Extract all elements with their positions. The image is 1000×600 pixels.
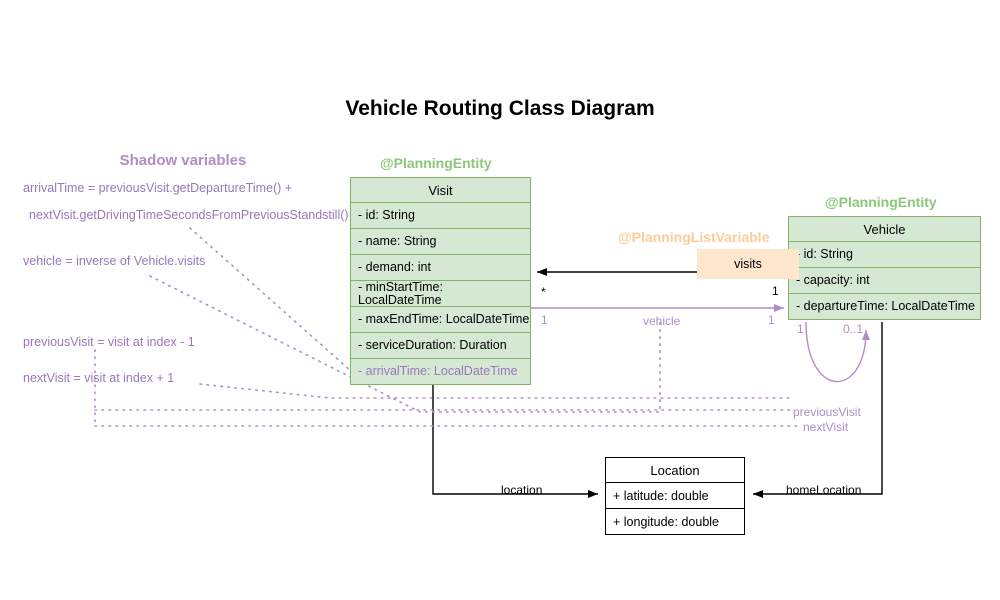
class-name-visit: Visit <box>350 177 531 203</box>
visits-label-badge: visits <box>697 249 799 279</box>
class-name-location: Location <box>605 457 745 483</box>
next-visit-label: nextVisit <box>803 420 849 434</box>
visits-mult-source: 1 <box>772 284 779 298</box>
class-field: - departureTime: LocalDateTime <box>788 294 981 320</box>
vehicle-relation-label: vehicle <box>643 314 681 328</box>
vehicle-mult-source: 1 <box>541 313 548 327</box>
class-field: - id: String <box>788 242 981 268</box>
edge-home-location <box>753 322 883 498</box>
shadow-variable-line: vehicle = inverse of Vehicle.visits <box>23 254 206 268</box>
class-field: + latitude: double <box>605 483 745 509</box>
shadow-variable-line: nextVisit.getDrivingTimeSecondsFromPrevi… <box>29 208 349 222</box>
self-loop-mult-left: 1 <box>797 322 804 336</box>
shadow-variable-line: previousVisit = visit at index - 1 <box>23 335 195 349</box>
class-box-location[interactable]: Location + latitude: double + longitude:… <box>605 457 745 535</box>
edge-location <box>432 384 598 498</box>
vehicle-stereotype: @PlanningEntity <box>825 194 937 210</box>
visits-mult-target: * <box>541 285 546 299</box>
class-field: - id: String <box>350 203 531 229</box>
page-title: Vehicle Routing Class Diagram <box>345 97 655 120</box>
visits-stereotype: @PlanningListVariable <box>618 229 770 245</box>
home-location-relation-label: homeLocation <box>786 483 862 497</box>
shadow-variables-heading: Shadow variables <box>119 152 247 169</box>
class-field: - demand: int <box>350 255 531 281</box>
shadow-variable-line: nextVisit = visit at index + 1 <box>23 371 175 385</box>
class-field: - maxEndTime: LocalDateTime <box>350 307 531 333</box>
class-box-vehicle[interactable]: Vehicle - id: String - capacity: int - d… <box>788 216 981 320</box>
previous-visit-label: previousVisit <box>793 405 861 419</box>
class-field: - name: String <box>350 229 531 255</box>
vehicle-mult-target: 1 <box>768 313 775 327</box>
self-loop-mult-right: 0..1 <box>843 322 864 336</box>
location-relation-label: location <box>501 483 543 497</box>
shadow-connectors <box>94 227 801 427</box>
class-field: + longitude: double <box>605 509 745 535</box>
shadow-variable-line: arrivalTime = previousVisit.getDeparture… <box>23 181 293 195</box>
edge-self-loop <box>805 321 870 383</box>
class-box-visit[interactable]: Visit - id: String - name: String - dema… <box>350 177 531 385</box>
class-field: - capacity: int <box>788 268 981 294</box>
visit-stereotype: @PlanningEntity <box>380 155 492 171</box>
class-field: - serviceDuration: Duration <box>350 333 531 359</box>
class-field: - minStartTime: LocalDateTime <box>350 281 531 307</box>
class-field-shadow: - arrivalTime: LocalDateTime <box>350 359 531 385</box>
class-name-vehicle: Vehicle <box>788 216 981 242</box>
